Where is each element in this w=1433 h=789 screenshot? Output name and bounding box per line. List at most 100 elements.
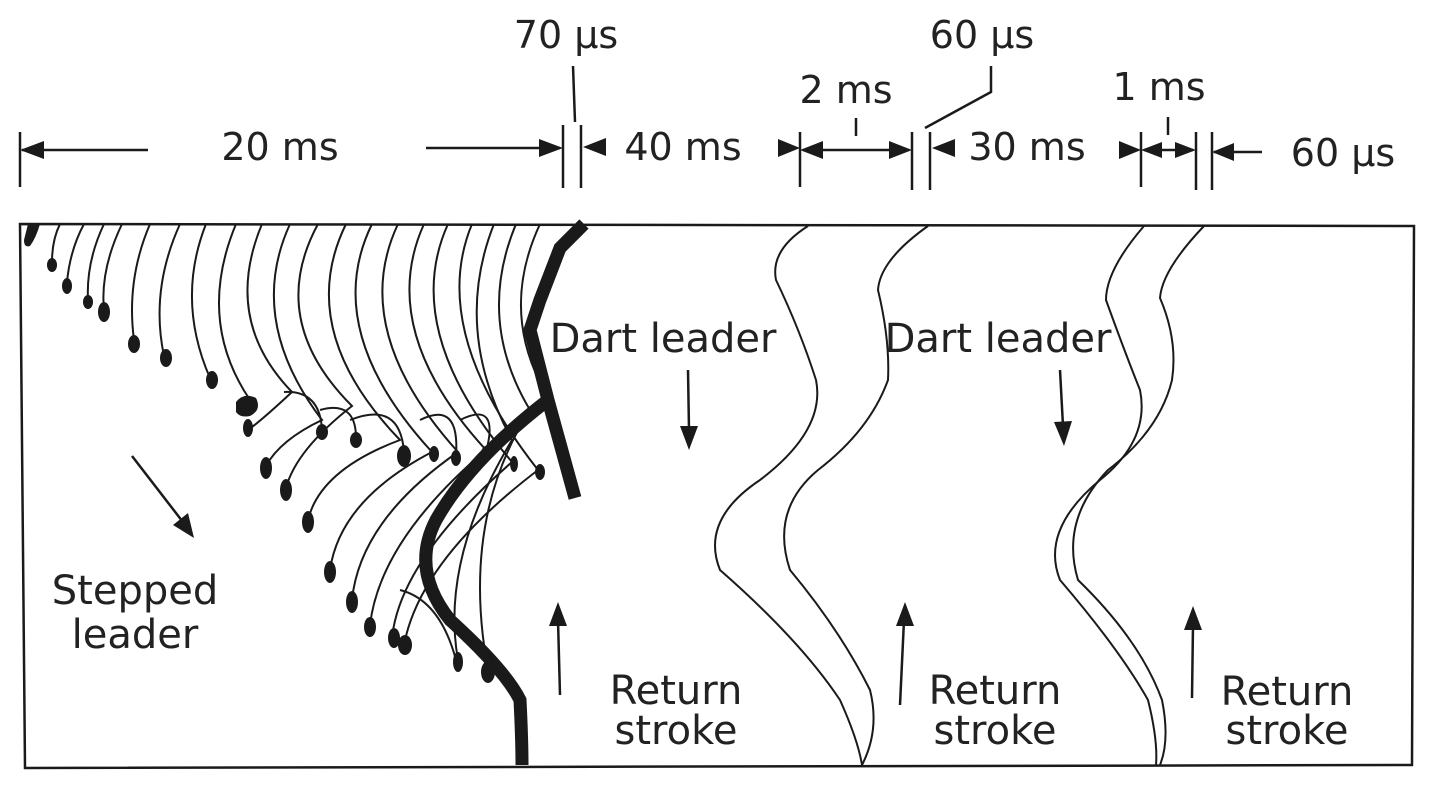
channel-line-left (714, 225, 863, 766)
dart-leader-2-arrow-shaft (1058, 369, 1065, 427)
arrowhead-1ms-left (1141, 142, 1162, 158)
branch-tip (451, 450, 461, 466)
branch-tip (47, 258, 57, 272)
return-stroke-1-arrow-shaft (556, 619, 562, 696)
channel-line-left (1054, 225, 1158, 766)
branch (329, 223, 434, 571)
dart-leader-1-label: Dart leader (550, 316, 777, 362)
label-2ms: 2 ms (799, 68, 892, 112)
leader-60us-top (924, 66, 993, 130)
branch-tip (510, 456, 518, 472)
label-20ms: 20 ms (221, 125, 338, 169)
dart-leader-2-arrowhead (1054, 421, 1072, 446)
arrowhead-30ms (932, 139, 955, 157)
branch-tip (236, 395, 258, 417)
branch-tip (206, 371, 218, 389)
branch-tip (346, 591, 358, 613)
branch-tip (535, 464, 545, 480)
arrowhead-2ms-left (800, 141, 823, 159)
channel-line-right (1072, 225, 1205, 766)
arrowhead-1ms-outer (1119, 141, 1141, 159)
branch-tip (128, 335, 140, 353)
label-60us-right: 60 µs (1291, 131, 1395, 175)
branch-tip (398, 635, 412, 655)
branch-tip (453, 652, 463, 672)
branch-tip (364, 617, 376, 637)
branch (283, 390, 323, 431)
dart-leader-2-channel (1054, 225, 1205, 766)
branch-tip (160, 349, 172, 367)
arrowhead-2ms-right (889, 141, 912, 159)
arrowhead-1ms-right (1175, 142, 1196, 158)
stepped-leader-arrowhead (173, 513, 194, 538)
return-stroke-1-arrowhead (549, 602, 567, 626)
label-30ms: 30 ms (968, 125, 1085, 169)
branch (419, 413, 458, 457)
leader-70us (571, 65, 577, 123)
branch-tip (260, 457, 272, 479)
branch (158, 223, 181, 357)
label-1ms: 1 ms (1112, 65, 1205, 109)
branch (217, 223, 251, 401)
branch-tip (302, 511, 314, 533)
stepped-leader-label-line1: Stepped (52, 568, 218, 614)
branch (190, 223, 211, 379)
return-stroke-1-label-line2: stroke (615, 708, 738, 754)
branch (399, 589, 457, 661)
branch-tip (324, 561, 336, 583)
branch (246, 223, 294, 431)
dart-leader-1-channel (714, 225, 929, 766)
annotations: Stepped leader Dart leader Dart leader R… (52, 316, 1354, 754)
branch (351, 223, 460, 601)
branch-tip (83, 295, 93, 309)
return-stroke-2-label-line2: stroke (934, 708, 1057, 754)
branch-tip (350, 432, 362, 448)
return-stroke-3-label-line2: stroke (1226, 708, 1349, 754)
branch-tips (47, 258, 545, 683)
dart-leader-1-arrowhead (680, 426, 698, 450)
dart-leader-1-arrow-shaft (686, 369, 691, 431)
branch-tip (316, 424, 328, 440)
branch (285, 223, 354, 489)
branch-tip (397, 445, 411, 467)
label-40ms: 40 ms (624, 125, 741, 169)
branch (51, 223, 61, 263)
branch (131, 223, 151, 341)
stepped-tip-topleft (24, 224, 40, 247)
branch (459, 413, 491, 453)
arrowhead-2ms-outer (778, 139, 800, 157)
arrowhead-20ms-left (20, 141, 44, 159)
return-stroke-2-label-line1: Return (929, 668, 1062, 714)
stepped-leader (24, 219, 589, 766)
channel-line-right (783, 225, 929, 766)
main-frame (18, 222, 1416, 770)
return-stroke-2-arrow-shaft (898, 619, 906, 706)
branch (349, 413, 405, 453)
branch (307, 223, 402, 521)
branch (265, 223, 324, 467)
return-stroke-1-label-line1: Return (610, 668, 743, 714)
frame-border (18, 222, 1416, 770)
stepped-leader-label-line2: leader (72, 612, 199, 658)
main-channel (523, 219, 589, 500)
branch (102, 223, 123, 311)
main-channel-lower (419, 394, 552, 766)
branch (86, 223, 105, 301)
branch-tip (243, 419, 253, 437)
branch (319, 406, 357, 439)
branch-tip (280, 479, 292, 501)
return-stroke-3-arrow-shaft (1190, 624, 1195, 699)
branch-tip (429, 446, 439, 462)
branch-tip (98, 302, 110, 322)
branch (66, 223, 85, 283)
arrowhead-60us-right (1212, 143, 1234, 161)
return-stroke-3-label-line1: Return (1221, 669, 1354, 715)
timing-scale: 20 ms 70 µs 40 ms 2 ms 60 µs 30 ms 1 ms … (18, 13, 1395, 190)
arrowhead-20ms-right (539, 139, 563, 157)
branch-tip (62, 278, 72, 294)
return-stroke-2-arrowhead (896, 602, 914, 626)
branch-tip (388, 628, 400, 648)
dart-leader-2-label: Dart leader (885, 316, 1112, 362)
return-stroke-3-arrowhead (1184, 606, 1202, 630)
